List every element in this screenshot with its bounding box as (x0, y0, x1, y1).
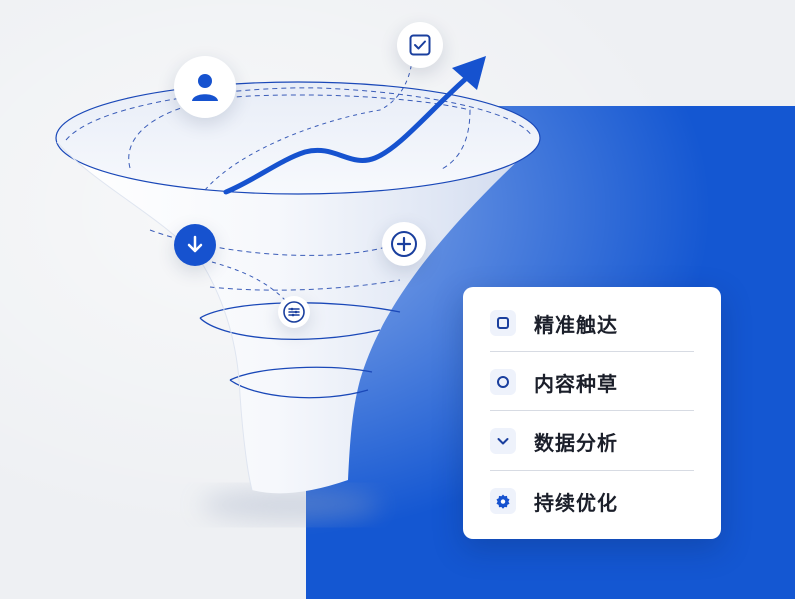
list-item-precise-reach: 精准触达 (490, 293, 694, 353)
list-item-label: 精准触达 (534, 312, 618, 337)
funnel-ring-2 (229, 366, 373, 399)
funnel-rim (55, 81, 541, 195)
funnel-shadow (200, 489, 380, 521)
list-item-label: 数据分析 (534, 430, 618, 455)
list-item-content-seeding: 内容种草 (490, 352, 694, 412)
check-icon (490, 428, 516, 454)
plus-icon-bubble (382, 222, 426, 266)
square-icon (490, 310, 516, 336)
list-item-continuous-optimization: 持续优化 (490, 471, 694, 531)
divider (490, 351, 694, 352)
funnel-outline (56, 141, 253, 491)
dashed-ring-inner (128, 94, 471, 171)
dashed-ring-top (65, 87, 533, 141)
trend-line (223, 72, 473, 195)
user-icon-bubble (174, 56, 236, 118)
checkbox-icon-bubble (397, 22, 443, 68)
gear-icon (490, 488, 516, 514)
trend-arrow-head (452, 56, 486, 90)
dashed-link-check (204, 59, 413, 191)
arrow-down-icon (187, 235, 203, 253)
arrow-down-icon-bubble (174, 224, 216, 266)
dashed-link-filter (211, 261, 286, 301)
dashed-ring-lower (209, 279, 401, 291)
list-item-label: 内容种草 (534, 371, 618, 396)
circle-icon (490, 369, 516, 395)
legend-card: 精准触达 内容种草 数据分析 持续优化 (463, 287, 721, 539)
plus-circle-icon (391, 231, 417, 257)
list-item-label: 持续优化 (534, 490, 618, 515)
divider (490, 470, 694, 471)
checkbox-check-icon (409, 34, 431, 56)
sliders-icon (283, 301, 305, 323)
sliders-icon-bubble (278, 296, 310, 328)
divider (490, 410, 694, 411)
list-item-data-analysis: 数据分析 (490, 411, 694, 471)
user-icon (192, 74, 218, 101)
